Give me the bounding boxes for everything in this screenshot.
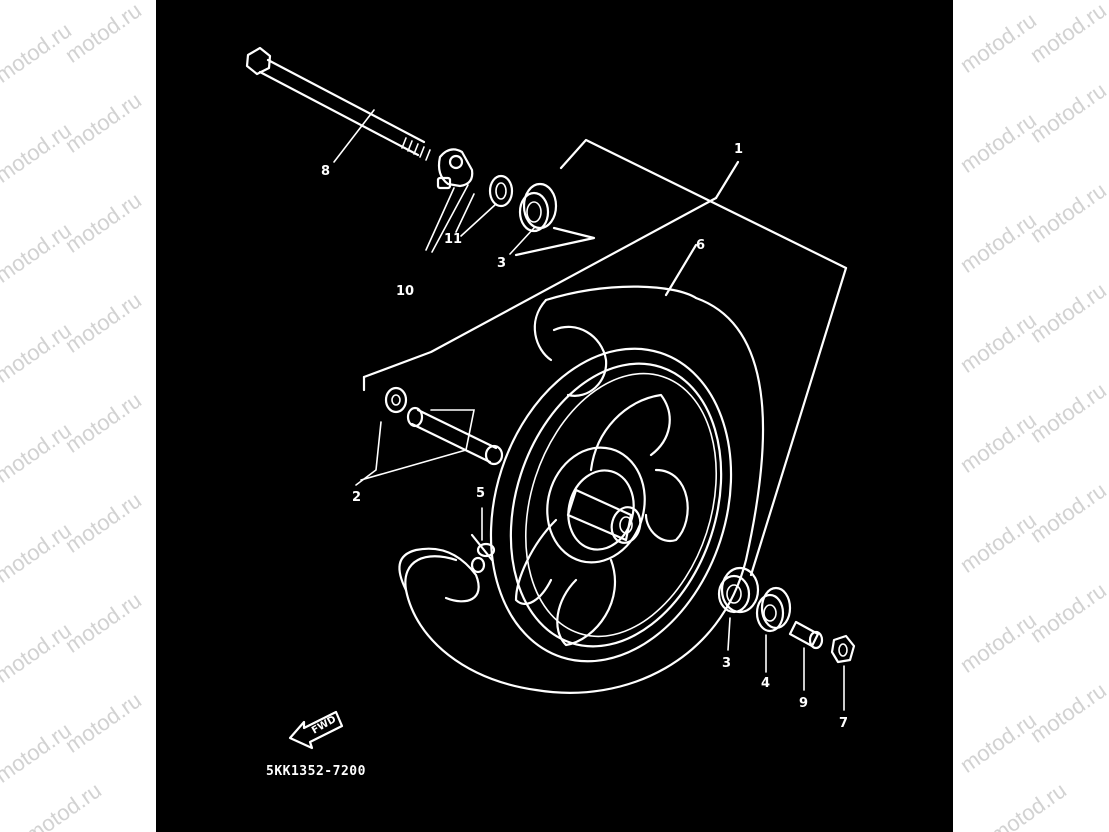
tire-cutaway-top — [533, 298, 553, 362]
oil-seal-lower — [755, 586, 792, 633]
assembly-bracket-top — [559, 138, 848, 270]
assembly-line-diagonal — [362, 196, 718, 379]
callout-5: 5 — [476, 486, 486, 501]
watermark-text: motod.ru — [0, 17, 76, 88]
watermark-text: motod.ru — [1025, 77, 1109, 148]
collar-spacer — [384, 386, 504, 466]
callout-7: 7 — [839, 716, 849, 731]
watermark-text: motod.ru — [0, 217, 76, 288]
forward-arrow-icon: FWD — [288, 710, 344, 750]
tire-cutaway — [398, 547, 480, 603]
callout-9: 9 — [799, 696, 809, 711]
tire-top-cut — [552, 325, 608, 397]
watermark-text: motod.ru — [60, 687, 146, 758]
watermark-text: motod.ru — [955, 207, 1041, 278]
tire-valve — [470, 533, 496, 574]
assembly-bracket-right — [749, 266, 848, 577]
oil-seal-upper — [488, 174, 514, 208]
watermark-text: motod.ru — [60, 387, 146, 458]
watermark-text: motod.ru — [60, 187, 146, 258]
spoke-3 — [556, 558, 617, 647]
spoke-4 — [514, 518, 558, 605]
bearing-lower — [717, 566, 760, 614]
spoke-2 — [644, 468, 689, 543]
watermark-text: motod.ru — [955, 7, 1041, 78]
watermark-text: motod.ru — [955, 107, 1041, 178]
bearing-upper — [518, 182, 558, 233]
watermark-text: motod.ru — [0, 517, 76, 588]
callout-1: 1 — [734, 142, 744, 157]
leader-6 — [664, 243, 698, 297]
watermark-text: motod.ru — [1025, 477, 1109, 548]
rim-outer — [489, 347, 733, 663]
callout-3-lower: 3 — [722, 656, 732, 671]
exploded-view-drawing: FWD — [245, 46, 856, 750]
callout-8: 8 — [321, 164, 331, 179]
watermark-text: motod.ru — [1025, 377, 1109, 448]
watermark-text: motod.ru — [0, 417, 76, 488]
watermark-text: motod.ru — [60, 487, 146, 558]
callout-3-upper: 3 — [497, 256, 507, 271]
callout-2: 2 — [352, 490, 362, 505]
watermark-text: motod.ru — [60, 87, 146, 158]
leader-8 — [333, 109, 375, 163]
watermark-text: motod.ru — [955, 407, 1041, 478]
drawing-code: 5KK1352-7200 — [266, 764, 366, 779]
collar-right — [788, 620, 824, 650]
parts-diagram: FWD 1 8 11 3 6 10 5 2 3 4 9 7 5KK1352-72… — [156, 0, 953, 832]
wheel-hub — [546, 446, 646, 564]
watermark-text: motod.ru — [1025, 577, 1109, 648]
axle-bolt — [245, 46, 431, 161]
watermark-text: motod.ru — [60, 0, 146, 68]
spoke-1 — [589, 393, 671, 472]
callout-11: 11 — [444, 232, 463, 247]
callout-10: 10 — [396, 284, 415, 299]
watermark-text: motod.ru — [20, 777, 106, 832]
watermark-text: motod.ru — [955, 607, 1041, 678]
watermark-text: motod.ru — [1025, 677, 1109, 748]
speedometer-gear-unit — [436, 148, 474, 190]
watermark-text: motod.ru — [1025, 177, 1109, 248]
callout-6: 6 — [696, 238, 706, 253]
watermark-text: motod.ru — [1025, 0, 1109, 68]
leader-10 — [425, 184, 469, 253]
axle-nut — [830, 634, 856, 664]
leader-3-upper — [509, 227, 535, 255]
leader-11 — [455, 193, 497, 237]
watermark-text: motod.ru — [955, 707, 1041, 778]
watermark-text: motod.ru — [60, 587, 146, 658]
watermark-text: motod.ru — [1025, 277, 1109, 348]
watermark-text: motod.ru — [0, 617, 76, 688]
watermark-text: motod.ru — [60, 287, 146, 358]
watermark-text: motod.ru — [985, 777, 1071, 832]
watermark-text: motod.ru — [955, 507, 1041, 578]
leader-1 — [714, 160, 740, 200]
watermark-text: motod.ru — [0, 317, 76, 388]
tire-top-edge — [544, 285, 698, 302]
watermark-text: motod.ru — [0, 117, 76, 188]
assembly-bracket-inner — [514, 226, 596, 257]
callout-4: 4 — [761, 676, 771, 691]
watermark-text: motod.ru — [0, 717, 76, 788]
watermark-text: motod.ru — [955, 307, 1041, 378]
tire-outer — [404, 296, 765, 694]
leader-3-lower — [727, 617, 731, 651]
